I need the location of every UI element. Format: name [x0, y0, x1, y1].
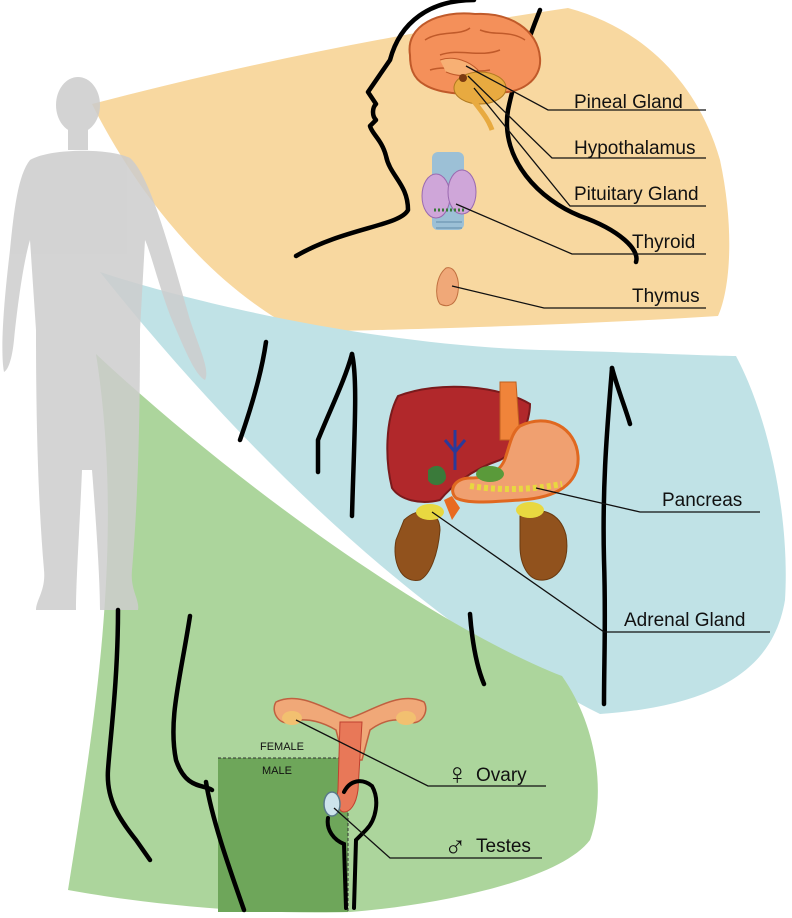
thyroid: [421, 152, 477, 230]
pelvis-outline: [105, 607, 487, 913]
label-hypothalamus: Hypothalamus: [574, 138, 695, 159]
label-thyroid: Thyroid: [632, 232, 695, 253]
label-adrenal-gland: Adrenal Gland: [624, 610, 745, 631]
pelvis-panel: [68, 354, 598, 913]
label-ovary: Ovary: [476, 765, 527, 786]
male-symbol-icon: ♂: [444, 830, 467, 863]
label-thymus: Thymus: [632, 286, 700, 307]
head-neck-panel: [92, 8, 730, 332]
leader-lines: [295, 65, 770, 859]
male-region: [218, 758, 348, 912]
digestive-organs: [386, 381, 580, 581]
label-testes: Testes: [476, 836, 531, 857]
human-silhouette: [2, 77, 207, 611]
female-symbol-icon: ♀: [446, 758, 469, 791]
thymus: [436, 267, 459, 307]
label-female-region: FEMALE: [260, 741, 304, 753]
head-outline: [293, 0, 477, 259]
label-pancreas: Pancreas: [662, 490, 742, 511]
label-pineal-gland: Pineal Gland: [574, 92, 683, 113]
label-male-region: MALE: [262, 765, 292, 777]
torso-outline: [237, 339, 633, 707]
label-pituitary-gland: Pituitary Gland: [574, 184, 699, 205]
